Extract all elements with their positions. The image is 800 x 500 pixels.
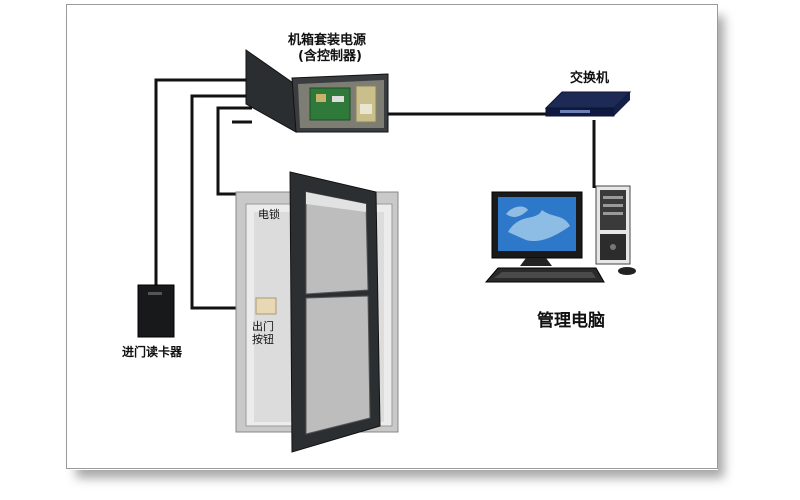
card-reader-label: 进门读卡器	[122, 345, 183, 359]
cabinet-power-label: 机箱套装电源	[288, 33, 367, 48]
management-computer	[484, 185, 636, 283]
cables	[154, 78, 596, 310]
electric-lock-label: 电锁	[258, 208, 280, 221]
controller-cabinet	[245, 49, 389, 133]
cable-card-reader	[154, 78, 248, 288]
management-pc-label: 管理电脑	[537, 311, 605, 331]
exit-button-label-line2: 按钮	[252, 333, 274, 346]
cabinet-power-sub-label: (含控制器)	[298, 49, 362, 64]
door-assembly	[235, 171, 399, 453]
cable-exit-button	[190, 94, 248, 310]
network-switch	[544, 91, 632, 117]
switch-label: 交换机	[570, 71, 610, 86]
exit-button-label-line1: 出门	[252, 320, 274, 333]
card-reader-device	[137, 284, 175, 338]
mouse	[618, 267, 636, 275]
exit-button	[255, 297, 277, 315]
